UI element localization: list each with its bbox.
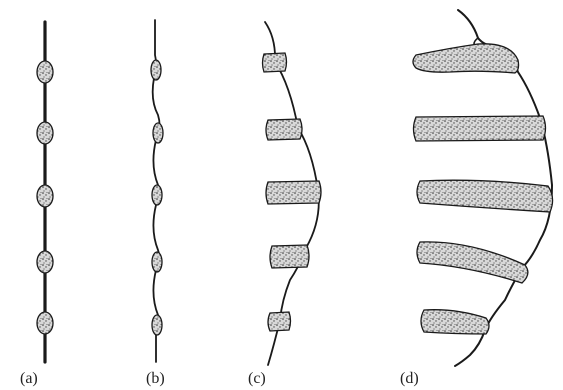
panel-a-droplet-1 bbox=[37, 61, 53, 83]
panel-a-droplet-5 bbox=[37, 312, 53, 334]
panel-c-band-4 bbox=[270, 245, 309, 268]
panel-a-droplet-4 bbox=[37, 251, 53, 273]
panel-c-label: (c) bbox=[248, 370, 266, 387]
panel-d-band-3 bbox=[417, 180, 553, 212]
panel-d-band-4 bbox=[417, 242, 528, 283]
panel-d: (d) bbox=[400, 10, 553, 387]
panel-a-droplet-2 bbox=[37, 122, 53, 144]
panel-c-band-5 bbox=[268, 312, 291, 331]
panel-b-droplet-1 bbox=[151, 60, 161, 80]
panel-d-band-5 bbox=[421, 310, 489, 334]
panel-b: (b) bbox=[146, 20, 165, 387]
panel-d-band-2 bbox=[414, 116, 546, 141]
panel-b-droplet-4 bbox=[152, 252, 162, 272]
panel-c-band-2 bbox=[266, 119, 302, 140]
panel-b-droplet-5 bbox=[152, 315, 162, 335]
panel-c-band-1 bbox=[263, 53, 287, 72]
panel-b-droplet-3 bbox=[152, 185, 162, 205]
panel-b-droplet-2 bbox=[153, 123, 163, 143]
panel-d-label: (d) bbox=[400, 370, 419, 387]
panel-c: (c) bbox=[248, 22, 321, 387]
panel-c-band-3 bbox=[266, 181, 321, 204]
panel-b-label: (b) bbox=[146, 370, 165, 387]
panel-a-label: (a) bbox=[20, 370, 38, 387]
panel-a: (a) bbox=[20, 22, 53, 387]
panel-d-band-1 bbox=[413, 44, 519, 73]
panel-a-droplet-3 bbox=[37, 185, 53, 207]
